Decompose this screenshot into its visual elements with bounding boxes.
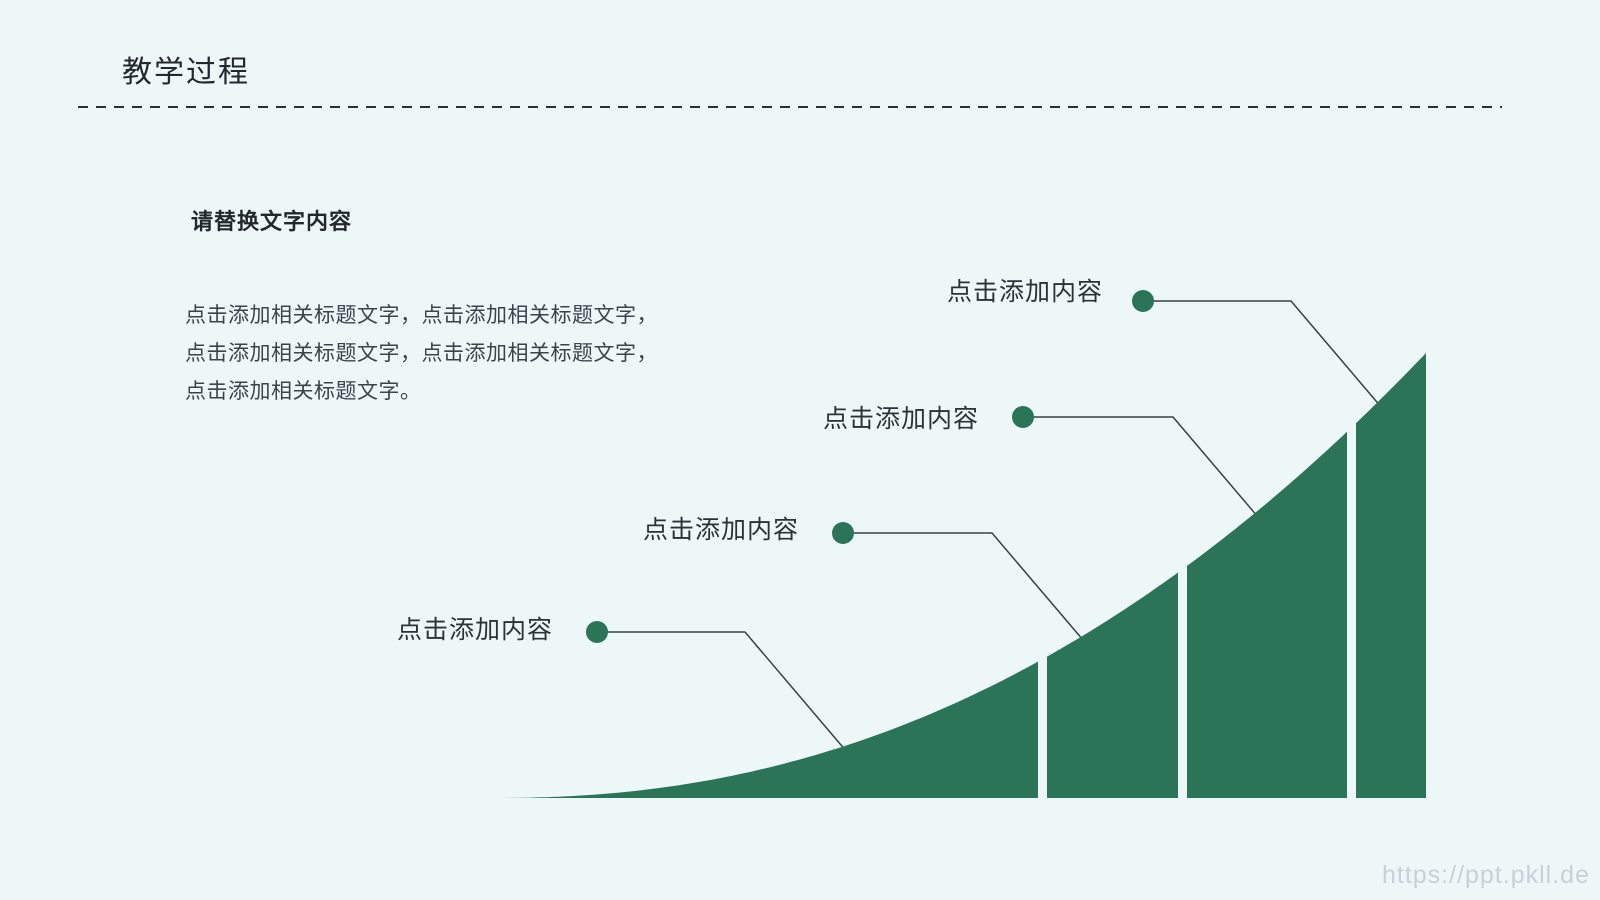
growth-segment-4 bbox=[1356, 353, 1426, 798]
callout-dot-3 bbox=[832, 522, 854, 544]
paragraph-line: 点击添加相关标题文字，点击添加相关标题文字， bbox=[185, 304, 658, 327]
callout-label: 点击添加内容 bbox=[397, 616, 554, 644]
growth-segment-1 bbox=[493, 661, 1038, 798]
page-title: 教学过程 bbox=[122, 56, 250, 89]
paragraph-line: 点击添加相关标题文字。 bbox=[185, 380, 422, 403]
callout-dots bbox=[586, 290, 1154, 643]
callout-line-3 bbox=[843, 532, 1082, 638]
body-paragraph: 点击添加相关标题文字，点击添加相关标题文字， 点击添加相关标题文字，点击添加相关… bbox=[185, 297, 745, 411]
section-heading: 请替换文字内容 bbox=[191, 209, 353, 234]
growth-segments bbox=[493, 353, 1426, 798]
callout-dot-4 bbox=[586, 621, 608, 643]
watermark: https://ppt.pkll.de bbox=[1381, 861, 1590, 889]
callout-label: 点击添加内容 bbox=[947, 278, 1104, 306]
callout-line-4 bbox=[597, 631, 844, 748]
callout-lines bbox=[597, 300, 1379, 748]
growth-segment-3 bbox=[1187, 431, 1347, 798]
callout-line-1 bbox=[1143, 300, 1379, 404]
callout-line-2 bbox=[1023, 416, 1256, 515]
growth-segment-2 bbox=[1047, 572, 1178, 798]
callout-label: 点击添加内容 bbox=[823, 405, 980, 433]
callout-label: 点击添加内容 bbox=[643, 516, 800, 544]
callout-dot-1 bbox=[1132, 290, 1154, 312]
callout-dot-2 bbox=[1012, 406, 1034, 428]
paragraph-line: 点击添加相关标题文字，点击添加相关标题文字， bbox=[185, 342, 658, 365]
dashed-divider bbox=[78, 106, 1502, 108]
